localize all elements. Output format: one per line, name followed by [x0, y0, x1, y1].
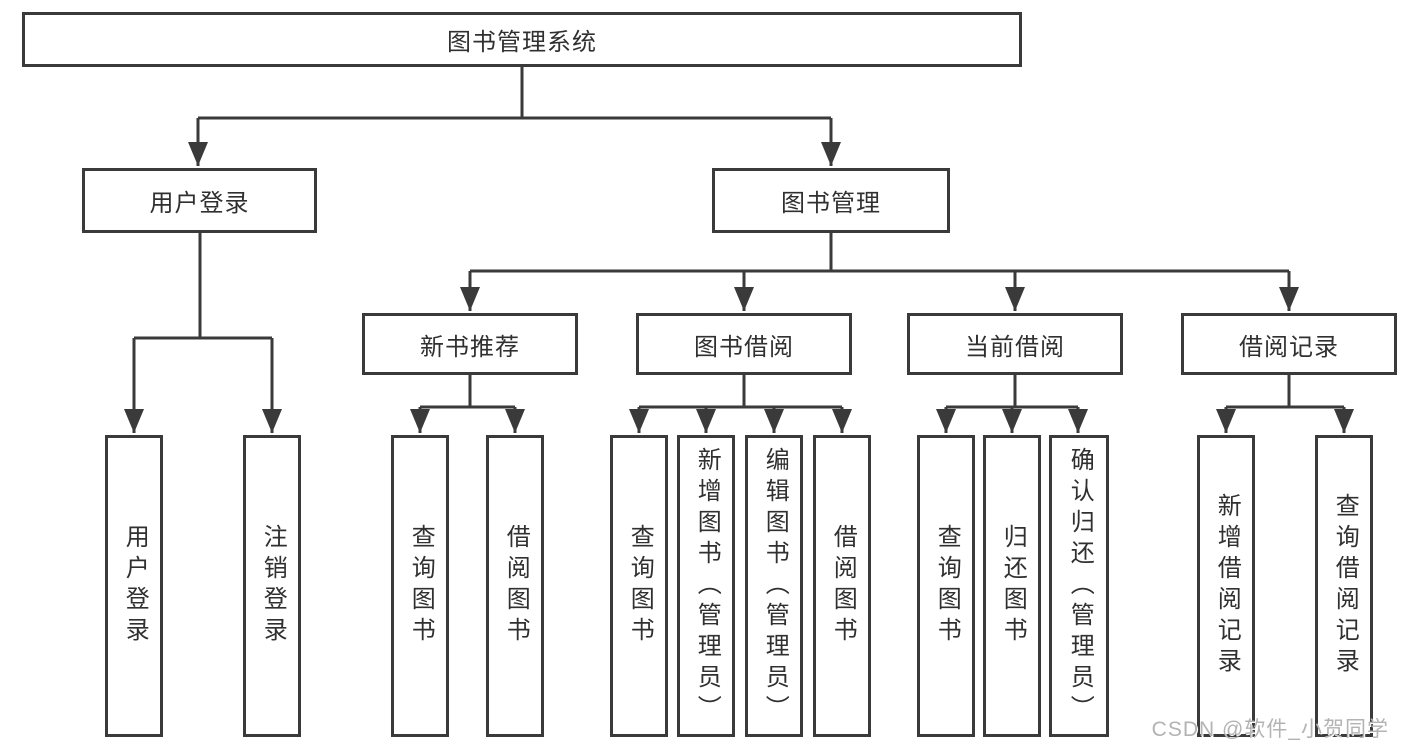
node-leaf-cb-query-books-label: 查询图书	[933, 524, 961, 648]
node-current-borrowing: 当前借阅	[907, 313, 1123, 375]
wire-root-split	[198, 67, 831, 120]
node-new-book-recommendation: 新书推荐	[362, 313, 578, 375]
node-leaf-nb-query-books: 查询图书	[391, 435, 449, 737]
node-book-borrowing: 图书借阅	[636, 313, 852, 375]
node-leaf-br-query-record: 查询借阅记录	[1315, 435, 1373, 737]
node-leaf-cb-confirm-return-admin: 确认归还（管理员）	[1049, 435, 1109, 737]
node-current-borrowing-label: 当前借阅	[965, 333, 1065, 361]
node-leaf-bb-borrow-books: 借阅图书	[813, 435, 871, 737]
node-leaf-nb-borrow-books-label: 借阅图书	[502, 524, 530, 648]
wire-borrowing-records-split	[1226, 375, 1344, 409]
node-leaf-cb-return-books-label: 归还图书	[999, 524, 1027, 648]
node-leaf-bb-add-books-admin-label: 新增图书（管理员）	[693, 446, 721, 726]
node-leaf-logout: 注销登录	[243, 435, 301, 737]
node-leaf-br-add-record-label: 新增借阅记录	[1213, 493, 1241, 679]
node-book-management-label: 图书管理	[781, 190, 881, 217]
node-leaf-bb-edit-books-admin: 编辑图书（管理员）	[745, 435, 803, 737]
wire-book-borrowing-split	[639, 375, 842, 409]
node-book-management: 图书管理	[712, 168, 950, 233]
node-leaf-bb-edit-books-admin-label: 编辑图书（管理员）	[761, 446, 789, 726]
node-leaf-br-query-record-label: 查询借阅记录	[1331, 493, 1359, 679]
node-borrowing-records: 借阅记录	[1181, 313, 1397, 375]
node-leaf-cb-query-books: 查询图书	[917, 435, 975, 737]
node-root-label: 图书管理系统	[447, 29, 597, 56]
node-leaf-nb-borrow-books: 借阅图书	[486, 435, 544, 737]
node-book-borrowing-label: 图书借阅	[694, 333, 794, 361]
csdn-watermark: CSDN @软件_小贺同学	[1151, 718, 1389, 741]
wire-user-login-split	[134, 233, 272, 340]
node-leaf-bb-query-books-label: 查询图书	[626, 524, 654, 648]
node-leaf-bb-add-books-admin: 新增图书（管理员）	[677, 435, 735, 737]
node-leaf-bb-borrow-books-label: 借阅图书	[829, 524, 857, 648]
node-borrowing-records-label: 借阅记录	[1239, 333, 1339, 361]
node-leaf-login: 用户登录	[105, 435, 163, 737]
node-new-book-recommendation-label: 新书推荐	[420, 333, 520, 361]
node-user-login-label: 用户登录	[149, 190, 250, 217]
node-leaf-nb-query-books-label: 查询图书	[407, 524, 435, 648]
wire-new-book-split	[420, 375, 515, 409]
node-leaf-cb-confirm-return-admin-label: 确认归还（管理员）	[1066, 446, 1094, 726]
node-leaf-login-label: 用户登录	[121, 524, 149, 648]
node-leaf-cb-return-books: 归还图书	[983, 435, 1041, 737]
wire-current-borrowing-split	[946, 375, 1078, 409]
node-leaf-logout-label: 注销登录	[259, 524, 287, 648]
node-user-login: 用户登录	[82, 168, 317, 233]
wire-book-management-split	[470, 233, 1289, 273]
node-root: 图书管理系统	[22, 12, 1022, 67]
node-leaf-br-add-record: 新增借阅记录	[1197, 435, 1255, 737]
node-leaf-bb-query-books: 查询图书	[610, 435, 668, 737]
